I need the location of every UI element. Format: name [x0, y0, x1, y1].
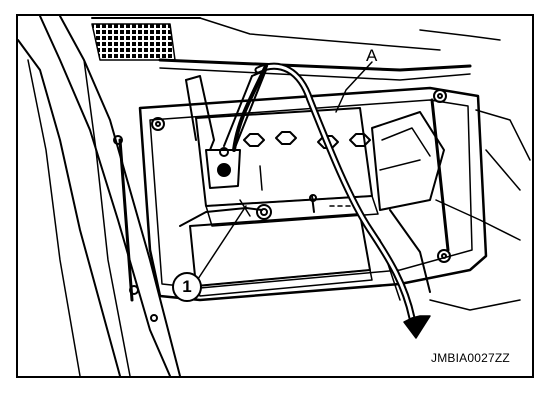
battery-tray: [138, 86, 488, 302]
label-a-leader: [335, 61, 373, 113]
ground-terminal: [179, 199, 272, 227]
battery: [189, 107, 379, 297]
figure-id: JMBIA0027ZZ: [431, 351, 510, 365]
direction-arrow-icon: [403, 315, 431, 339]
fender-panel: [18, 16, 181, 376]
callout-1-leader: [195, 205, 247, 283]
coolant-reservoir: [359, 109, 531, 311]
cowl-grille: [91, 17, 501, 81]
numbered-circle-icon: 1: [172, 272, 202, 302]
label-a: A: [366, 46, 378, 65]
jumper-cable-a: [232, 62, 416, 322]
diagram-frame: [16, 14, 534, 378]
